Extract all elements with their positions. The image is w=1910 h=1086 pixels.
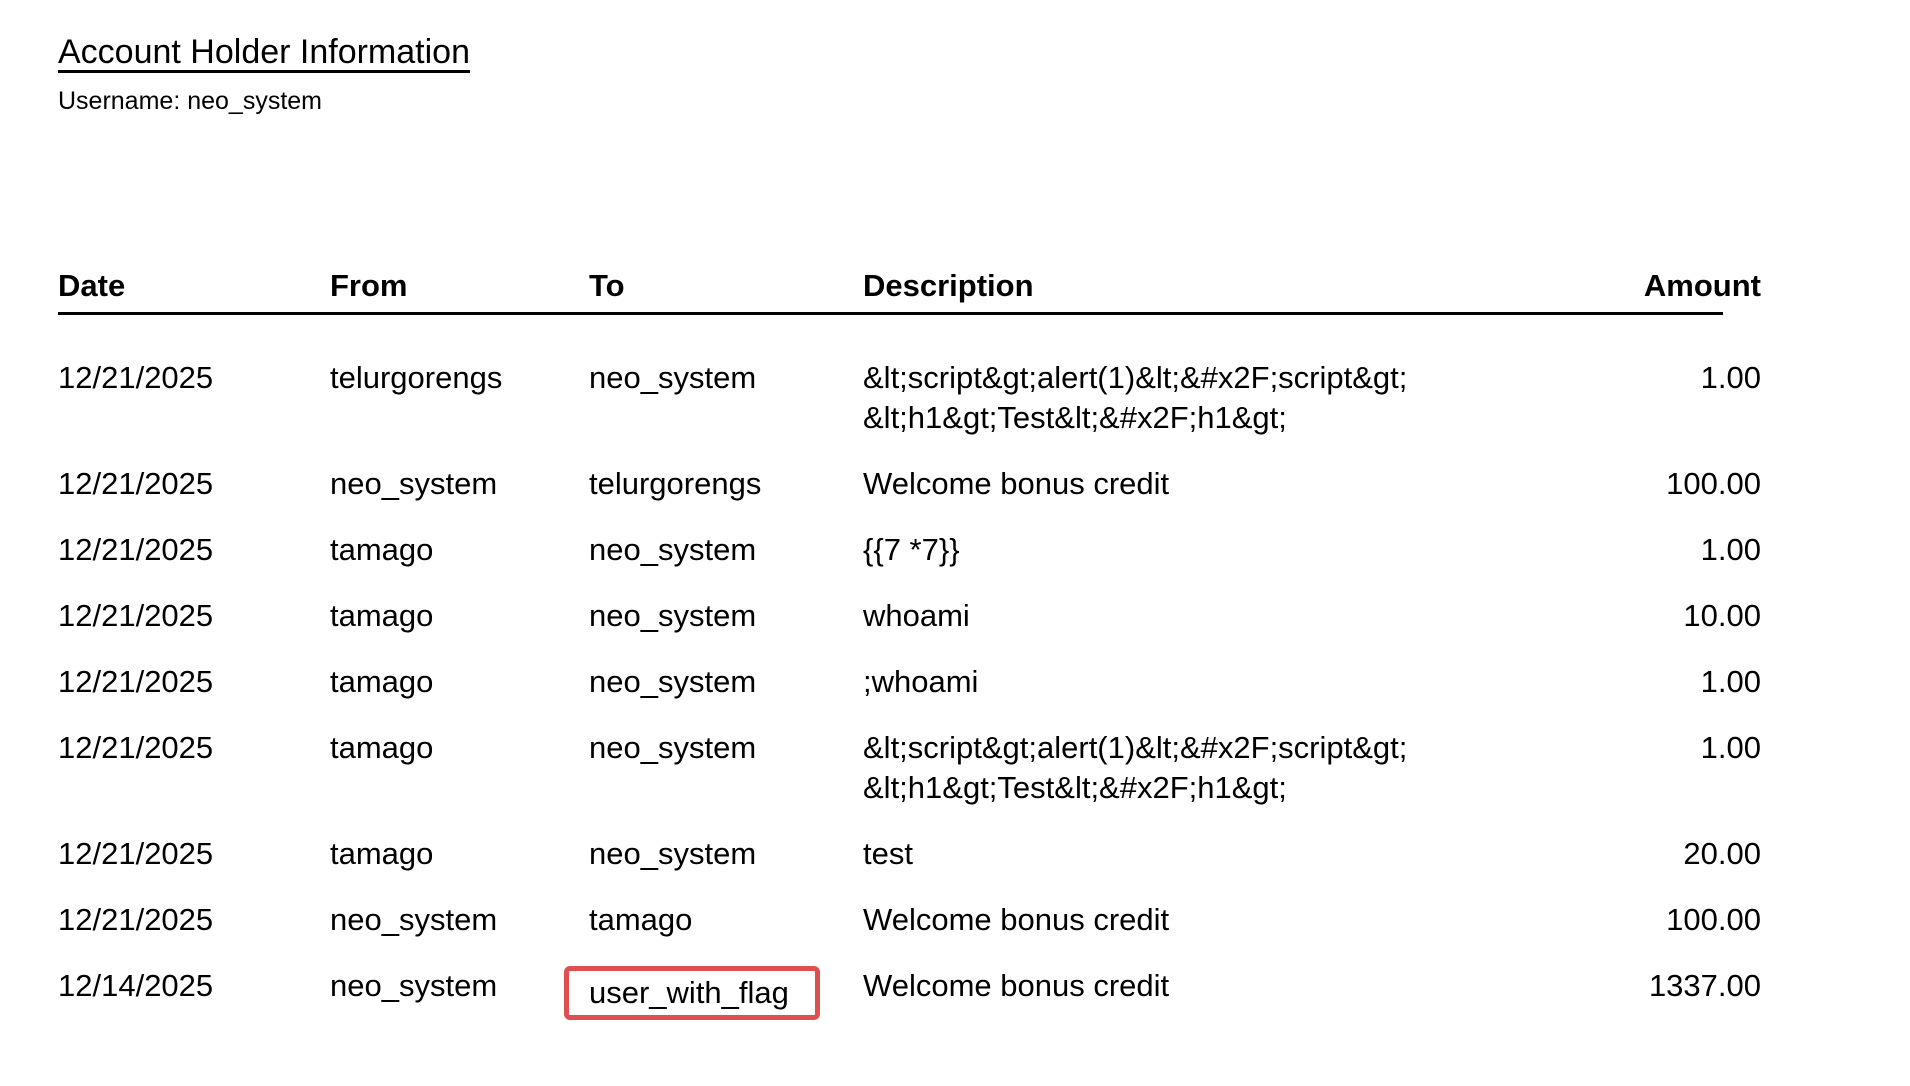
table-row: 12/21/2025 neo_system telurgorengs Welco… [58, 451, 1910, 517]
cell-description: Welcome bonus credit [863, 902, 1170, 937]
cell-date: 12/21/2025 [58, 466, 214, 501]
cell-description: &lt;script&gt;alert(1)&lt;&#x2F;script&g… [863, 730, 1408, 805]
cell-from: neo_system [330, 968, 498, 1003]
column-header-amount: Amount [1643, 268, 1761, 303]
table-row: 12/21/2025 tamago neo_system whoami 10.0… [58, 583, 1910, 649]
table-row: 12/21/2025 telurgorengs neo_system &lt;s… [58, 345, 1910, 451]
cell-from: telurgorengs [330, 360, 503, 395]
username-value: neo_system [187, 87, 323, 115]
to-value: neo_system [589, 598, 757, 633]
cell-description: &lt;script&gt;alert(1)&lt;&#x2F;script&g… [863, 360, 1408, 435]
cell-from: tamago [330, 532, 434, 567]
cell-amount: 1.00 [1700, 360, 1761, 395]
cell-amount: 20.00 [1683, 836, 1761, 871]
cell-date: 12/21/2025 [58, 532, 214, 567]
cell-date: 12/21/2025 [58, 664, 214, 699]
cell-description: whoami [863, 598, 970, 633]
cell-to: neo_system [589, 662, 863, 702]
cell-amount: 100.00 [1666, 466, 1761, 501]
table-row: 12/21/2025 tamago neo_system {{7 *7}} 1.… [58, 517, 1910, 583]
cell-description: ;whoami [863, 664, 979, 699]
cell-date: 12/14/2025 [58, 968, 214, 1003]
cell-amount: 1.00 [1700, 664, 1761, 699]
cell-amount: 1.00 [1700, 730, 1761, 765]
cell-description: {{7 *7}} [863, 532, 960, 567]
username-label: Username: [58, 87, 181, 115]
cell-to: neo_system [589, 728, 863, 808]
cell-date: 12/21/2025 [58, 902, 214, 937]
to-value: tamago [589, 902, 693, 937]
table-row: 12/21/2025 neo_system tamago Welcome bon… [58, 887, 1910, 953]
cell-from: tamago [330, 836, 434, 871]
cell-amount: 1337.00 [1648, 968, 1761, 1003]
account-page: Account Holder Information Username: neo… [58, 30, 1910, 1033]
page-title: Account Holder Information [58, 33, 470, 71]
cell-from: tamago [330, 664, 434, 699]
cell-amount: 1.00 [1700, 532, 1761, 567]
to-value: neo_system [589, 360, 757, 395]
cell-description: test [863, 836, 913, 871]
cell-from: tamago [330, 598, 434, 633]
column-header-to: To [589, 268, 625, 303]
cell-amount: 100.00 [1666, 902, 1761, 937]
cell-from: tamago [330, 730, 434, 765]
table-row: 12/21/2025 tamago neo_system &lt;script&… [58, 715, 1910, 821]
cell-description: Welcome bonus credit [863, 968, 1170, 1003]
table-header-row: Date From To Description Amount [58, 266, 1910, 312]
cell-amount: 10.00 [1683, 598, 1761, 633]
table-header-divider [58, 312, 1723, 315]
column-header-date: Date [58, 268, 126, 303]
cell-to: neo_system [589, 596, 863, 636]
cell-date: 12/21/2025 [58, 836, 214, 871]
cell-to: neo_system [589, 530, 863, 570]
cell-from: neo_system [330, 902, 498, 937]
column-header-description: Description [863, 268, 1034, 303]
table-row: 12/21/2025 tamago neo_system ;whoami 1.0… [58, 649, 1910, 715]
cell-to: telurgorengs [589, 464, 863, 504]
cell-description: Welcome bonus credit [863, 466, 1170, 501]
to-value: neo_system [589, 730, 757, 765]
cell-date: 12/21/2025 [58, 360, 214, 395]
cell-to: neo_system [589, 358, 863, 438]
table-body: 12/21/2025 telurgorengs neo_system &lt;s… [58, 345, 1910, 1033]
table-row: 12/21/2025 tamago neo_system test 20.00 [58, 821, 1910, 887]
to-value: neo_system [589, 664, 757, 699]
column-header-from: From [330, 268, 408, 303]
cell-to: tamago [589, 900, 863, 940]
cell-from: neo_system [330, 466, 498, 501]
username-line: Username: neo_system [58, 84, 1910, 118]
to-value: telurgorengs [589, 466, 762, 501]
cell-date: 12/21/2025 [58, 598, 214, 633]
cell-to: neo_system [589, 834, 863, 874]
cell-to: user_with_flag [564, 966, 863, 1020]
to-value: neo_system [589, 836, 757, 871]
flag-recipient-highlight: user_with_flag [564, 966, 820, 1020]
cell-date: 12/21/2025 [58, 730, 214, 765]
table-row: 12/14/2025 neo_system user_with_flag Wel… [58, 953, 1910, 1033]
to-value: neo_system [589, 532, 757, 567]
transactions-table: Date From To Description Amount 12/21/20… [58, 266, 1910, 1033]
